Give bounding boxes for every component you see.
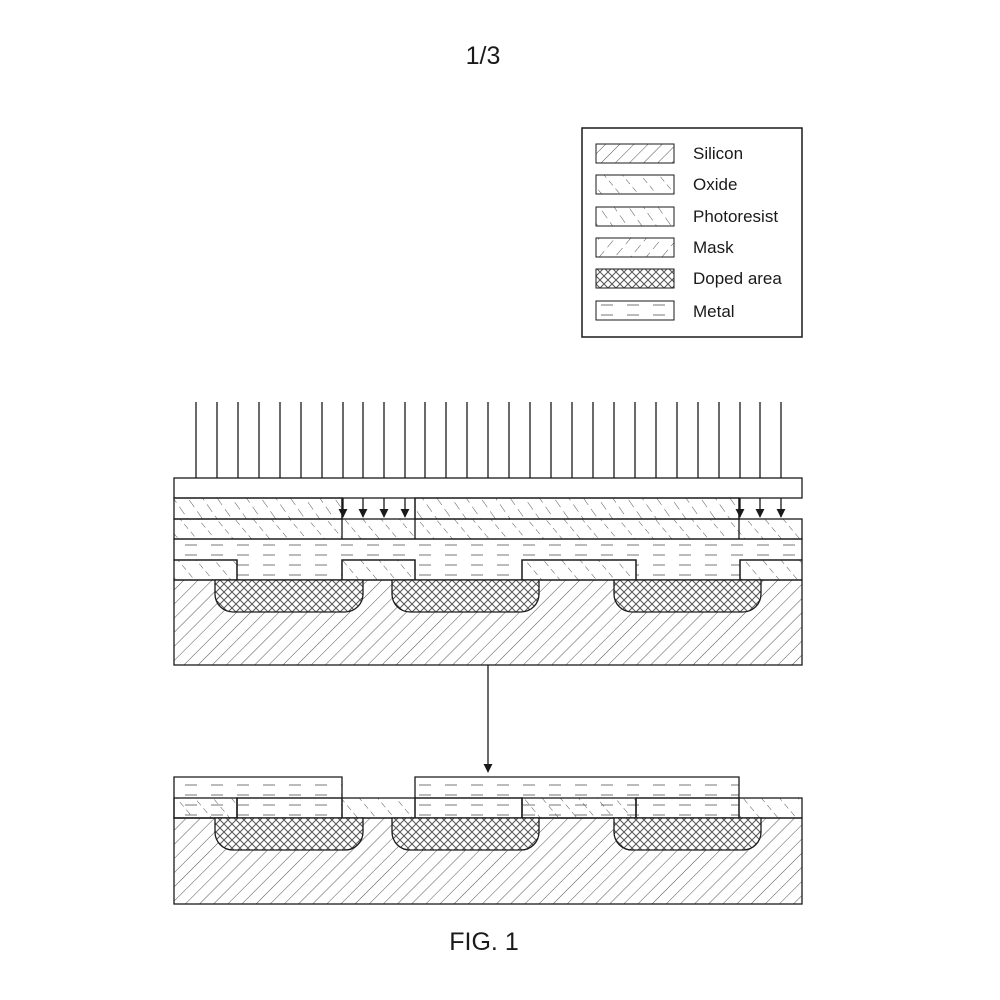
oxide-segment: [740, 560, 802, 580]
oxide-segment: [522, 560, 636, 580]
legend-item-oxide: Oxide: [596, 175, 737, 194]
oxide-segment: [522, 798, 636, 818]
legend-label-photoresist: Photoresist: [693, 207, 778, 226]
oxide-segment: [342, 560, 415, 580]
metal-contact: [415, 798, 522, 818]
legend-label-oxide: Oxide: [693, 175, 737, 194]
legend-label-silicon: Silicon: [693, 144, 743, 163]
legend-swatch-silicon: [596, 144, 674, 163]
metal-pattern: [237, 798, 342, 818]
cross-section-top: [174, 402, 802, 665]
doped-area: [392, 818, 539, 850]
legend-swatch-photoresist: [596, 207, 674, 226]
doped-area: [392, 580, 539, 612]
oxide-segment: [739, 798, 802, 818]
doped-area: [215, 580, 363, 612]
metal-contact: [636, 798, 739, 818]
legend-swatch-metal: [596, 301, 674, 320]
legend-item-silicon: Silicon: [596, 144, 743, 163]
figure-caption: FIG. 1: [0, 928, 968, 957]
oxide-segment: [342, 798, 415, 818]
legend-label-mask: Mask: [693, 238, 734, 257]
legend-label-metal: Metal: [693, 302, 735, 321]
mask-layer: [174, 478, 802, 498]
legend-swatch-mask: [596, 238, 674, 257]
metal-layer: [174, 539, 802, 580]
oxide-segment: [174, 560, 237, 580]
doped-area: [215, 818, 363, 850]
legend: Silicon Oxide Photoresist Mask Doped are…: [582, 128, 802, 337]
oxide-layer-upper: [174, 519, 802, 539]
photoresist-block: [174, 498, 342, 519]
cross-section-bottom: [174, 777, 802, 904]
photoresist-block: [415, 498, 739, 519]
legend-item-mask: Mask: [596, 238, 734, 257]
legend-swatch-doped-area: [596, 269, 674, 288]
doped-area: [614, 580, 761, 612]
legend-item-metal: Metal: [596, 301, 735, 321]
doped-area: [614, 818, 761, 850]
legend-label-doped-area: Doped area: [693, 269, 782, 288]
legend-swatch-oxide: [596, 175, 674, 194]
oxide-segment: [174, 798, 237, 818]
